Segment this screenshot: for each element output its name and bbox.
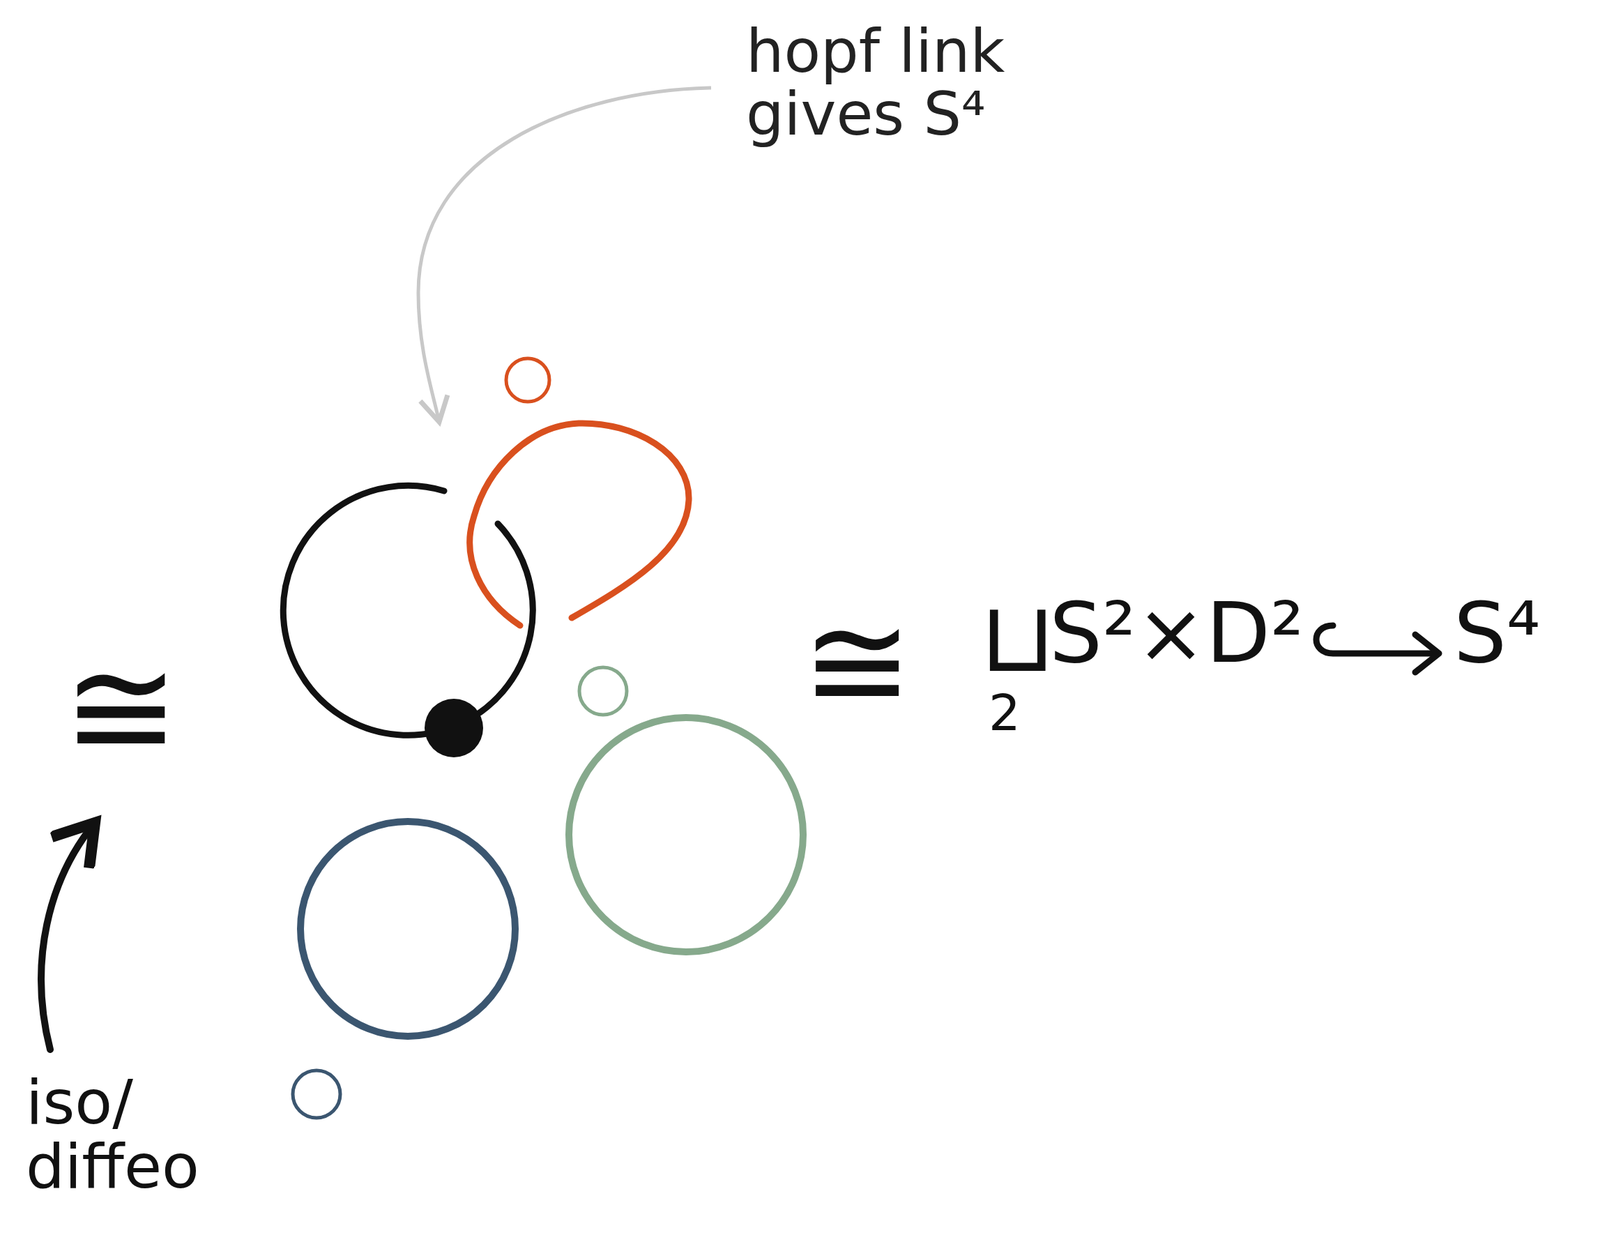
disjoint-union: ⊔ [979,585,1056,689]
callout-note: hopf link gives S⁴ [745,19,1074,146]
dot [424,698,484,758]
callout-arrow [418,87,712,422]
arrow-note: iso/ diffeo [25,1070,256,1200]
iso-symbol: ≅ [62,634,180,781]
framing-circle [292,1070,341,1118]
iso-symbol: ≅ [801,592,913,733]
orange-curve [469,423,689,626]
green-circle [568,717,804,952]
framing-circle [506,358,550,402]
framing-circle [579,667,627,715]
blue-circle [300,821,516,1036]
union-count: 2 [988,686,1021,740]
curved-arrow [41,822,95,1050]
manifold-term: S²×D² [1049,589,1304,677]
manifold-term: S⁴ [1453,589,1541,677]
inclusion-arrowhead [1415,634,1439,673]
dotted-circle [283,485,533,735]
